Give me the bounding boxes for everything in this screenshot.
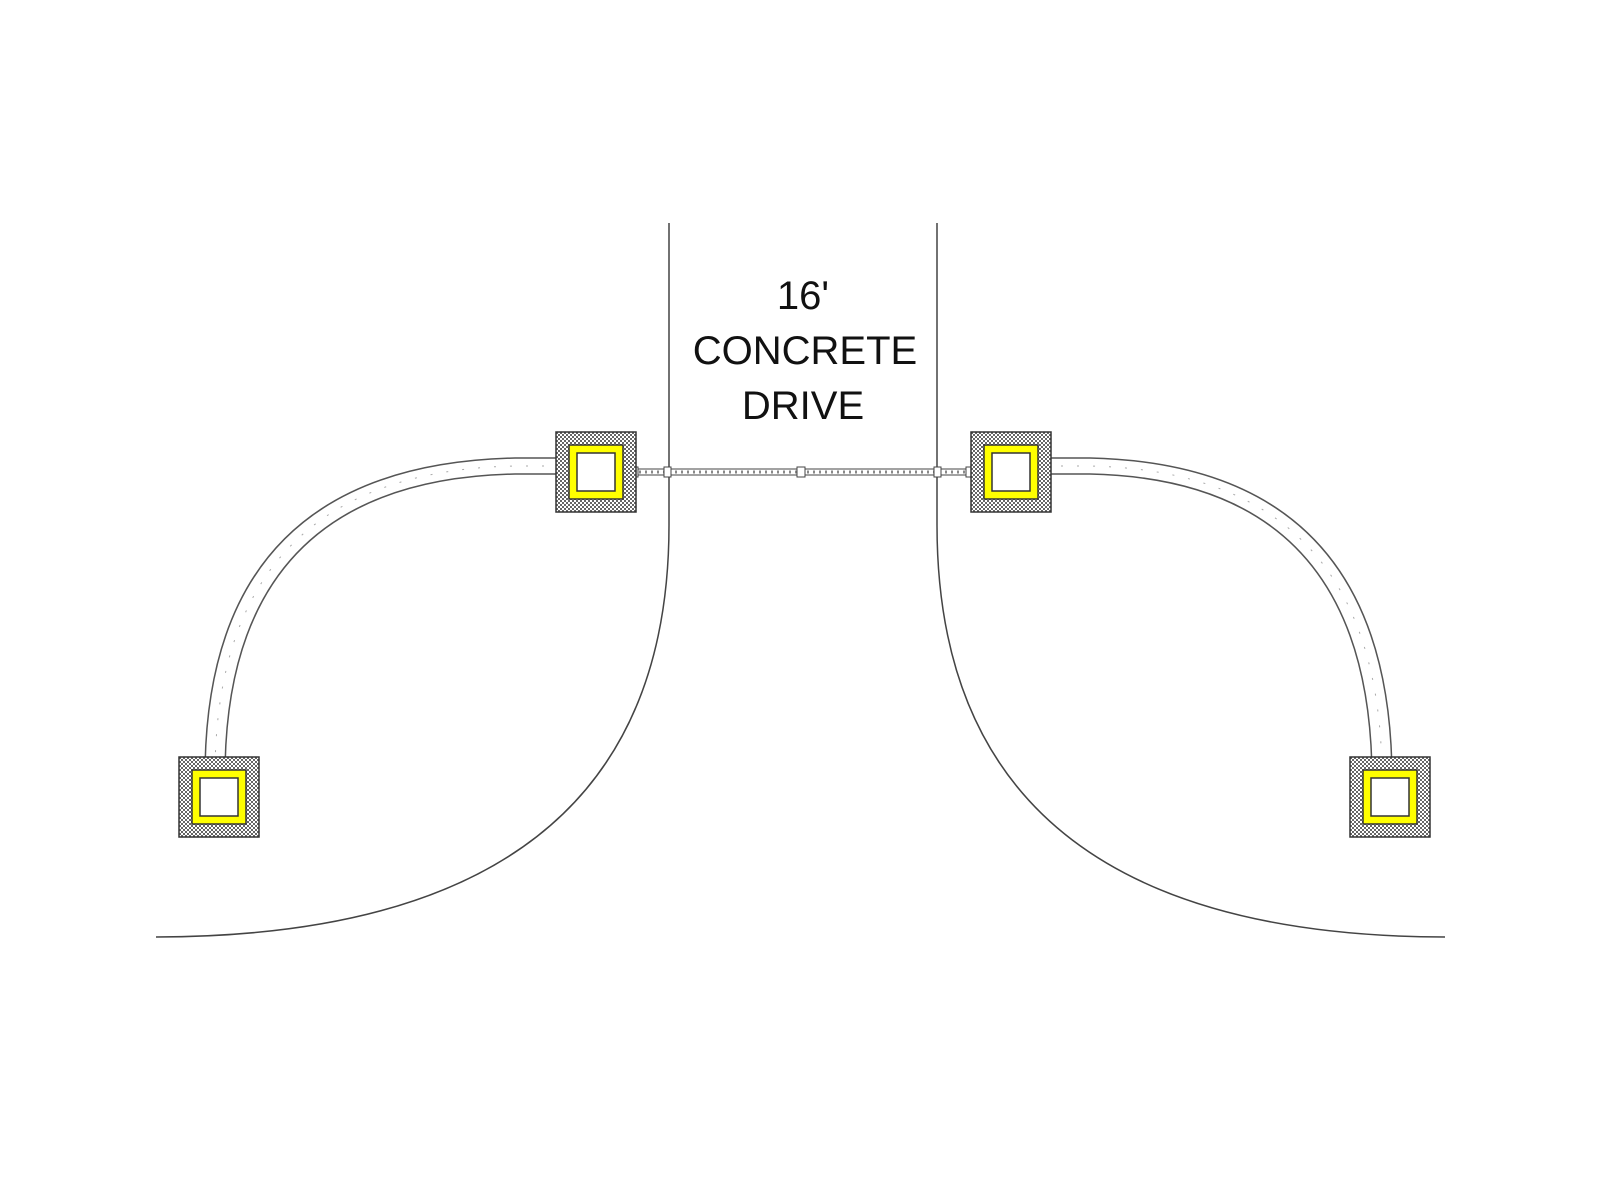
drive-width-label: 16': [777, 274, 829, 318]
drive-material-label: CONCRETE: [693, 329, 917, 373]
gate-hinge-right: [933, 466, 942, 478]
wing-wall-right: [1045, 457, 1393, 777]
pillar-inner-right: [970, 431, 1052, 513]
gate-center-post: [796, 466, 806, 478]
drive-edge-left: [155, 223, 670, 938]
pillar-inner-left: [555, 431, 637, 513]
gate-hinge-left: [663, 466, 672, 478]
pillar-outer-left: [178, 756, 260, 838]
drive-edge-right: [936, 223, 1446, 938]
wing-wall-left: [204, 457, 560, 777]
gate: [631, 466, 973, 478]
drive-label: 16' CONCRETE DRIVE: [693, 274, 917, 428]
drive-type-label: DRIVE: [742, 384, 864, 428]
pillar-outer-right: [1349, 756, 1431, 838]
